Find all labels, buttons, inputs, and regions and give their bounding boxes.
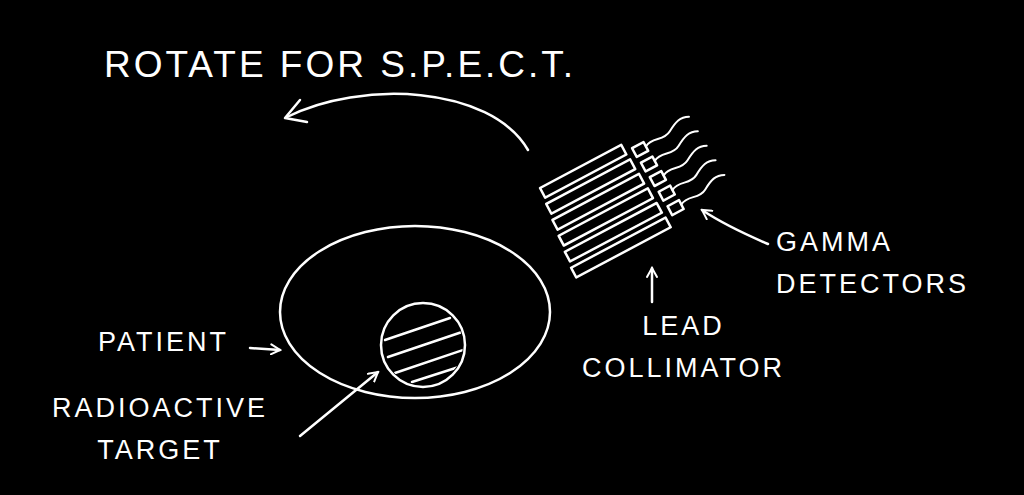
detector-wire [651, 129, 701, 161]
rotation-note: ROTATE FOR S.P.E.C.T. [104, 36, 576, 93]
collimator-slat [540, 145, 626, 198]
gamma-detector [668, 200, 684, 215]
target-hatching [385, 318, 468, 382]
gamma-detector [641, 157, 657, 172]
collimator-leader [651, 268, 654, 302]
collimator-slat [571, 218, 671, 278]
patient-outline [280, 226, 550, 398]
gamma-detector [659, 186, 675, 201]
collimator-slat [565, 203, 662, 262]
collimator-slat [546, 159, 635, 213]
part-label: RADIOACTIVE TARGET [52, 388, 268, 472]
gamma-detector [650, 171, 666, 186]
detector-wire [642, 115, 692, 147]
collimator-slat [559, 188, 653, 245]
part-label: PATIENT [98, 322, 229, 364]
rotation-arrow [287, 94, 528, 150]
collimator-slat [552, 174, 644, 230]
detector-wire [678, 173, 728, 205]
radioactive-target [381, 303, 465, 387]
patient-leader [250, 348, 280, 350]
detector-wire [660, 144, 710, 176]
part-label: GAMMA DETECTORS [776, 222, 969, 306]
detector-leader [702, 210, 768, 244]
lead-collimator [531, 109, 734, 278]
rotation-arrowhead [285, 100, 307, 122]
target-leader [300, 372, 378, 436]
gamma-detector [632, 142, 648, 157]
detector-wire [669, 159, 719, 191]
part-label: LEAD COLLIMATOR [582, 306, 785, 390]
